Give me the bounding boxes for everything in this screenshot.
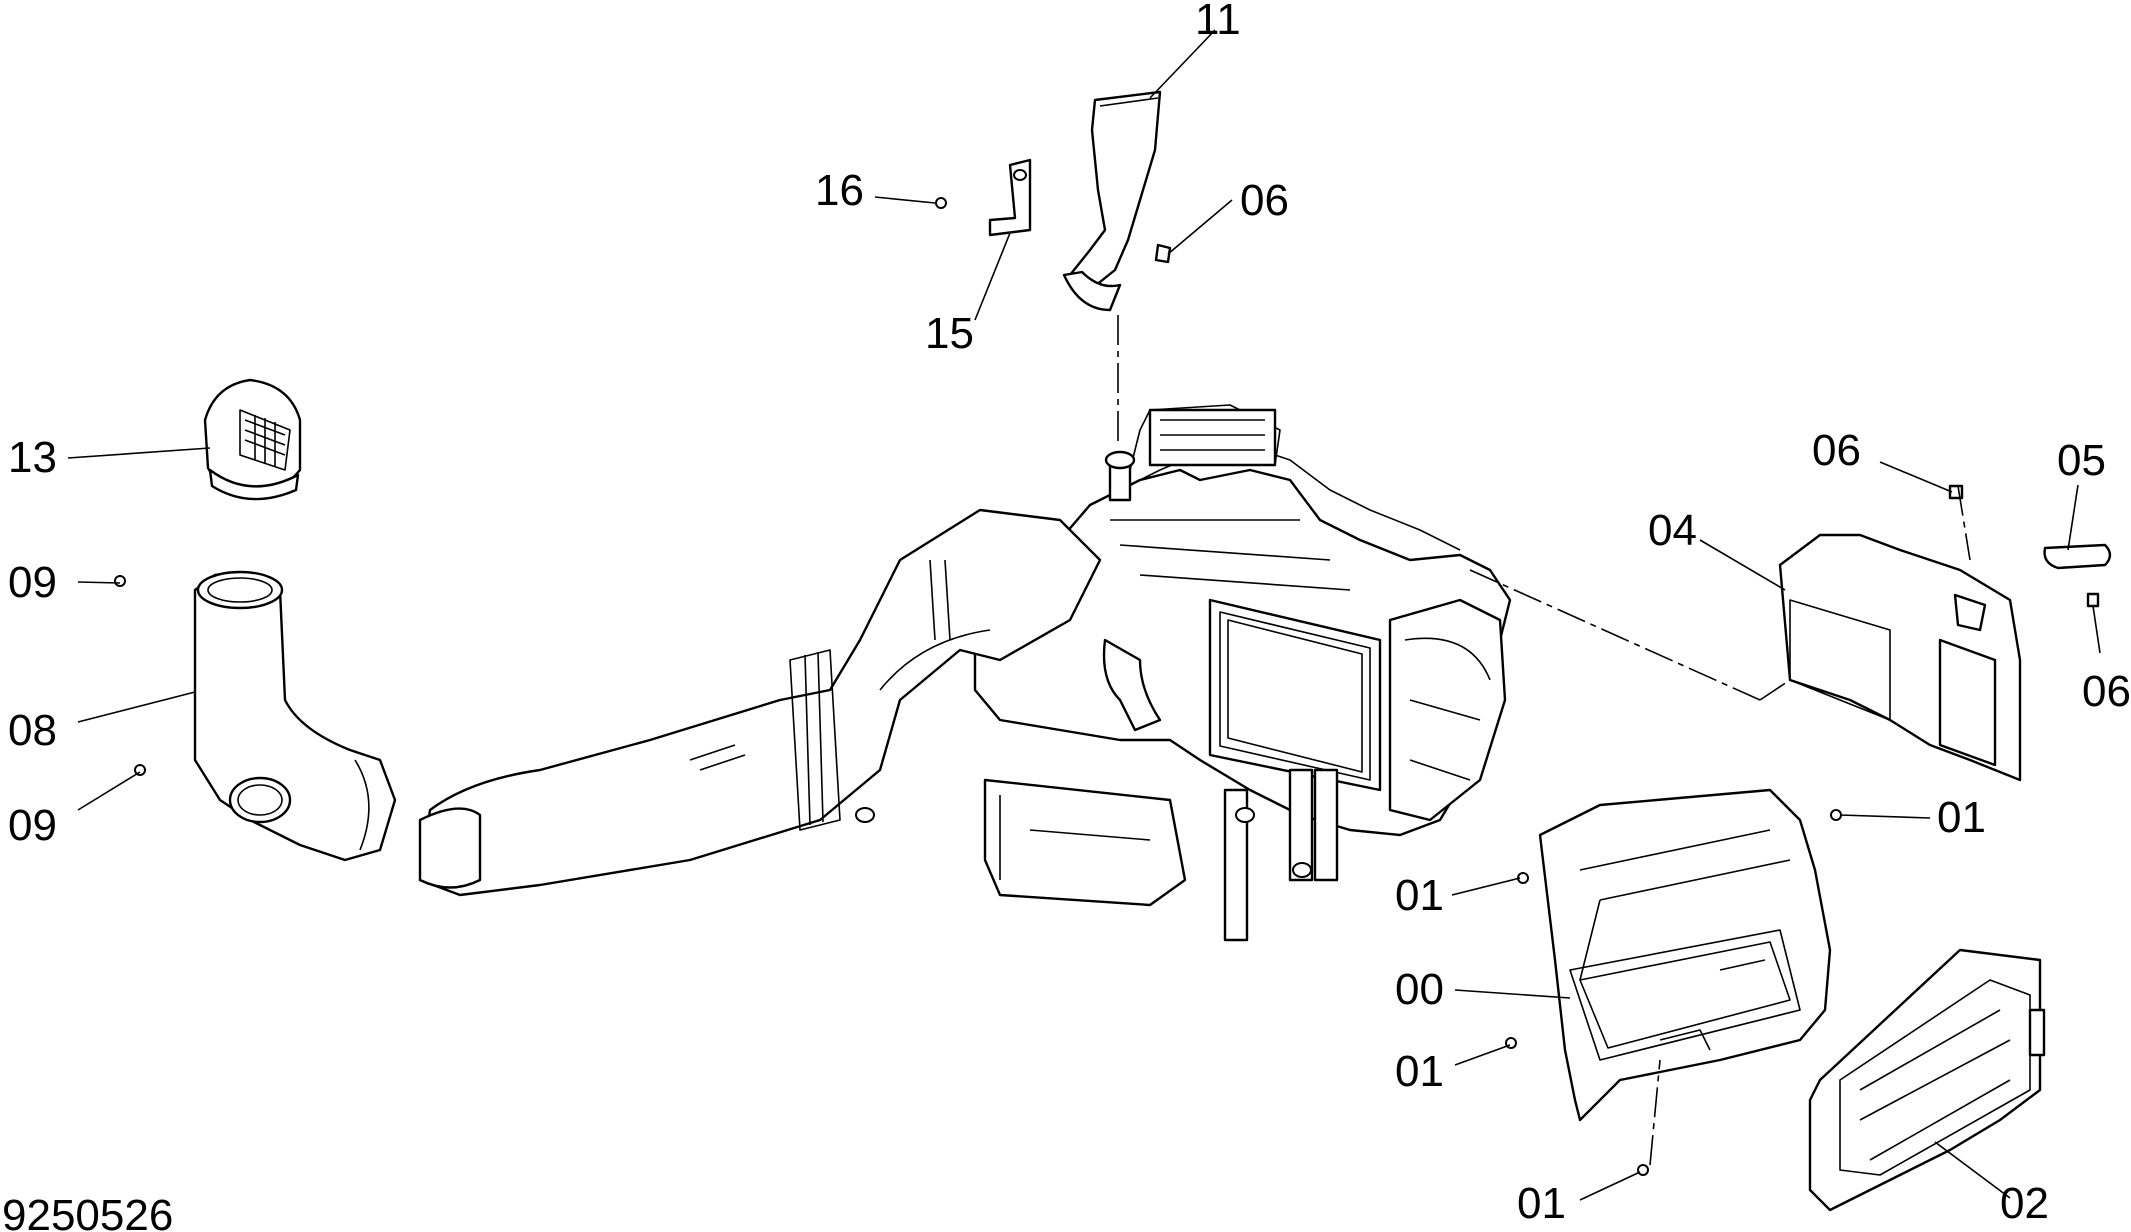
callout-01-upper-left: 01	[1395, 871, 1444, 920]
callout-01-right: 01	[1937, 793, 1986, 842]
bracket-05	[2043, 543, 2112, 570]
air-duct	[418, 508, 1102, 897]
upper-duct	[1062, 90, 1162, 312]
callout-05: 05	[2057, 436, 2106, 485]
callout-04: 04	[1648, 506, 1697, 555]
callout-09-bottom: 09	[8, 801, 57, 850]
leader-lines	[67, 29, 2101, 1201]
callout-06-right-bottom: 06	[2082, 667, 2131, 716]
vent-nozzle	[203, 378, 302, 501]
callout-13: 13	[8, 433, 57, 482]
callout-11: 11	[1195, 0, 1241, 44]
filter-box	[1808, 948, 2046, 1212]
heater-unit	[855, 404, 1512, 942]
filter-frame	[1538, 788, 1832, 1122]
elbow-duct	[193, 570, 397, 862]
callout-08: 08	[8, 706, 57, 755]
callout-15: 15	[925, 309, 974, 358]
drawing-number: 9250526	[2, 1191, 173, 1232]
callout-09-top: 09	[8, 558, 57, 607]
bracket-15	[988, 158, 1032, 237]
callout-06-top: 06	[1240, 176, 1289, 225]
callout-01-lower-left: 01	[1395, 1047, 1444, 1096]
callout-01-bottom: 01	[1517, 1179, 1566, 1228]
callout-02: 02	[2000, 1179, 2049, 1228]
callout-00: 00	[1395, 965, 1444, 1014]
callout-16: 16	[815, 166, 864, 215]
assembly-lines	[1117, 315, 1971, 1166]
callout-06-right-top: 06	[1812, 426, 1861, 475]
fasteners	[114, 197, 2100, 1176]
filter-cover	[1778, 533, 2022, 782]
